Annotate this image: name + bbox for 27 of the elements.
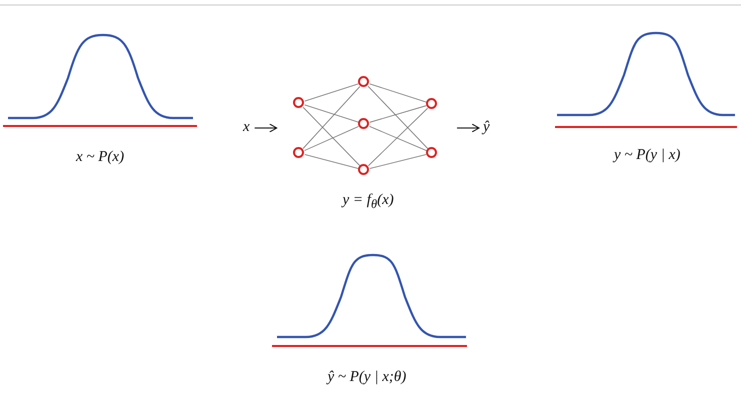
- neuron-circle: [426, 98, 437, 109]
- arrow: [457, 124, 480, 132]
- neuron-circle: [293, 147, 304, 158]
- formula-label: y ~ P(y | x): [614, 146, 680, 164]
- connection-line: [304, 83, 359, 102]
- connection-line: [302, 86, 360, 149]
- connection-line: [304, 126, 359, 151]
- connection-line: [304, 154, 359, 169]
- variable-label: x: [243, 118, 250, 136]
- neuron-circle: [293, 97, 304, 108]
- connection-line: [368, 86, 428, 150]
- connection-line: [304, 104, 359, 123]
- connection-line: [369, 126, 427, 152]
- neuron-circle: [358, 164, 369, 175]
- arrow: [254, 124, 278, 132]
- variable-label: ŷ: [483, 118, 490, 136]
- connection-line: [369, 105, 427, 123]
- formula-label: y = f$_{θ}$(x): [342, 191, 394, 213]
- connection-line: [369, 83, 427, 103]
- neuron-circle: [358, 76, 369, 87]
- formula-label: ŷ ~ P(y | x;θ): [328, 368, 406, 386]
- connection-line: [302, 106, 360, 166]
- neuron-circle: [426, 147, 437, 158]
- connection-line: [369, 154, 427, 169]
- formula-label: x ~ P(x): [76, 148, 124, 166]
- connection-line: [368, 108, 428, 166]
- neuron-circle: [358, 118, 369, 129]
